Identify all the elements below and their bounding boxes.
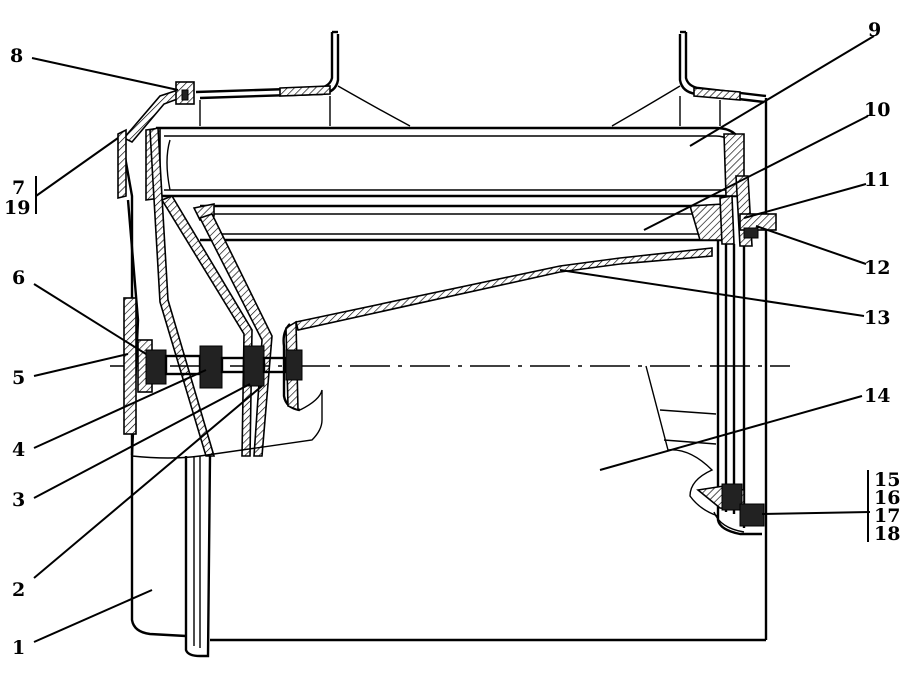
label-19: 19 <box>4 197 30 219</box>
label-5: 5 <box>12 367 25 389</box>
cover-clamp <box>117 81 195 200</box>
filter-element-lower <box>192 203 729 242</box>
label-7: 7 <box>12 177 25 199</box>
label-18: 18 <box>874 523 900 545</box>
label-16: 16 <box>874 487 900 509</box>
label-8: 8 <box>10 45 23 67</box>
label-4: 4 <box>12 439 25 461</box>
label-6: 6 <box>12 267 25 289</box>
lower-left-outline <box>131 419 323 459</box>
right-wall-assembly <box>716 175 777 536</box>
label-11: 11 <box>864 169 890 191</box>
label-3: 3 <box>12 489 25 511</box>
leader-lines <box>31 35 875 643</box>
label-2: 2 <box>12 579 25 601</box>
label-9: 9 <box>868 19 881 41</box>
filter-element-upper <box>145 126 745 201</box>
lower-right-structure <box>645 365 765 533</box>
dust-cup <box>184 455 212 658</box>
label-13: 13 <box>864 307 890 329</box>
label-14: 14 <box>864 385 890 407</box>
label-10: 10 <box>864 99 890 121</box>
top-cover <box>195 30 767 127</box>
label-17: 17 <box>874 505 900 527</box>
label-12: 12 <box>864 257 890 279</box>
label-1: 1 <box>12 637 25 659</box>
conical-tube <box>282 247 713 420</box>
center-bolt-assembly <box>110 297 790 435</box>
label-15: 15 <box>874 469 900 491</box>
part-labels: 8 7 19 6 5 4 3 2 1 9 10 11 12 13 14 15 1… <box>4 19 900 659</box>
